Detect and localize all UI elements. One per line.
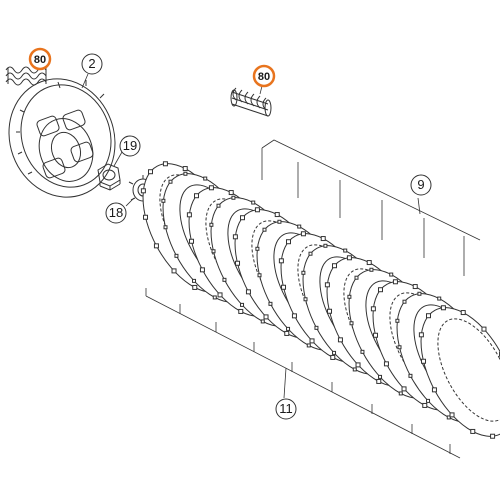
callout-circle bbox=[28, 47, 52, 71]
bracket-11 bbox=[145, 288, 461, 459]
callout-2: 2 bbox=[81, 53, 103, 75]
bracket-9 bbox=[261, 139, 481, 276]
callout-9: 9 bbox=[410, 174, 432, 196]
callout-circle bbox=[252, 64, 276, 88]
leader-18 bbox=[125, 197, 135, 207]
callout-label: 18 bbox=[109, 205, 123, 220]
callout-circle bbox=[410, 174, 432, 196]
callout-label: 19 bbox=[123, 138, 137, 153]
callout-labels: 80 2 80 19 18 9 11 bbox=[28, 47, 432, 420]
callout-circle bbox=[275, 398, 297, 420]
callout-80: 80 bbox=[252, 64, 276, 88]
leader-2 bbox=[81, 73, 89, 89]
pressure-plate bbox=[8, 78, 116, 198]
callout-19: 19 bbox=[119, 135, 141, 157]
clutch-disc-stack bbox=[140, 161, 500, 439]
callout-circle bbox=[81, 53, 103, 75]
leader-80-right bbox=[259, 85, 263, 95]
leader-19 bbox=[113, 151, 123, 167]
callout-80: 80 bbox=[28, 47, 52, 71]
callout-label: 11 bbox=[279, 401, 293, 416]
nut bbox=[97, 163, 121, 191]
callout-11: 11 bbox=[275, 398, 297, 420]
spring-right bbox=[230, 87, 272, 117]
callout-label: 80 bbox=[34, 54, 46, 66]
friction-disc bbox=[418, 305, 500, 439]
callout-circle bbox=[105, 202, 127, 224]
callout-label: 9 bbox=[417, 177, 424, 192]
callout-18: 18 bbox=[105, 202, 127, 224]
callout-circle bbox=[119, 135, 141, 157]
callout-label: 80 bbox=[258, 71, 270, 83]
callout-label: 2 bbox=[88, 56, 95, 71]
